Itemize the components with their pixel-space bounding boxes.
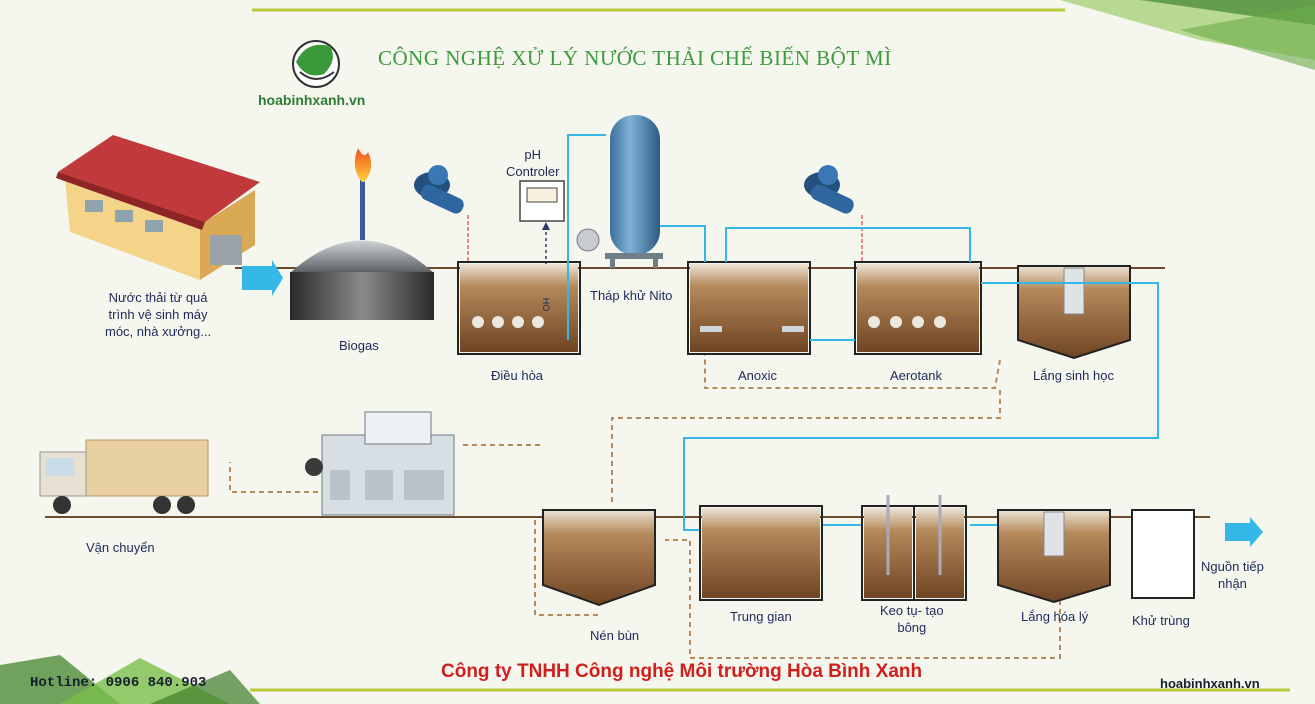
company-name: Công ty TNHH Công nghệ Môi trường Hòa Bì… (441, 661, 923, 682)
label-coagulation: Keo tụ- tạo bông (880, 603, 944, 635)
label-sludge-thickener: Nén bùn (590, 628, 640, 643)
sludge-return-lines (229, 355, 1061, 659)
page-title: CÔNG NGHỆ XỬ LÝ NƯỚC THẢI CHẾ BIẾN BỘT M… (378, 46, 892, 70)
label-oh: OH (541, 297, 552, 312)
label-ph-controller: pH Controler (506, 147, 560, 179)
tank-disinfection (1131, 509, 1195, 599)
label-biogas: Biogas (339, 338, 379, 353)
label-disinfection: Khử trùng (1132, 613, 1190, 628)
inflow-arrow (242, 260, 283, 296)
label-bio-settling: Lắng sinh học (1033, 368, 1114, 383)
label-nitrogen-tower: Tháp khử Nito (590, 288, 673, 303)
label-source: Nước thải từ quá trình vệ sinh máy móc, … (105, 290, 212, 339)
diffusers-equalization (472, 316, 544, 328)
tank-coagulation (861, 495, 967, 601)
tank-equalization (457, 261, 581, 355)
blower-right (804, 165, 854, 214)
factory-icon (56, 135, 260, 280)
tank-sludge-thickener (542, 509, 656, 607)
biogas-digester (290, 148, 434, 320)
outflow-arrow (1225, 517, 1263, 547)
label-chem-settling: Lắng hóa lý (1021, 609, 1089, 624)
tank-chem-settling (997, 509, 1111, 604)
tank-anoxic (687, 261, 811, 355)
sludge-press (305, 411, 455, 516)
tank-bio-settling (1017, 265, 1131, 360)
nitrogen-tower (576, 115, 663, 268)
website-url: hoabinhxanh.vn (1160, 676, 1260, 691)
blower-left (414, 165, 464, 214)
logo (292, 40, 340, 88)
tank-intermediate (699, 505, 823, 601)
tank-aerotank (854, 261, 982, 355)
label-receiving: Nguồn tiếp nhận (1201, 559, 1264, 591)
truck-icon (39, 439, 209, 514)
ph-controller (519, 180, 565, 300)
label-aerotank: Aerotank (890, 368, 943, 383)
label-intermediate: Trung gian (730, 609, 792, 624)
label-anoxic: Anoxic (738, 368, 778, 383)
water-flow-pipes (567, 134, 1159, 531)
label-transport: Vận chuyển (86, 540, 155, 555)
brand-name: hoabinhxanh.vn (258, 92, 366, 108)
hotline: Hotline: 0906 840.903 (30, 675, 207, 691)
diffusers-aerotank (868, 316, 946, 328)
label-equalization: Điều hòa (491, 368, 544, 383)
